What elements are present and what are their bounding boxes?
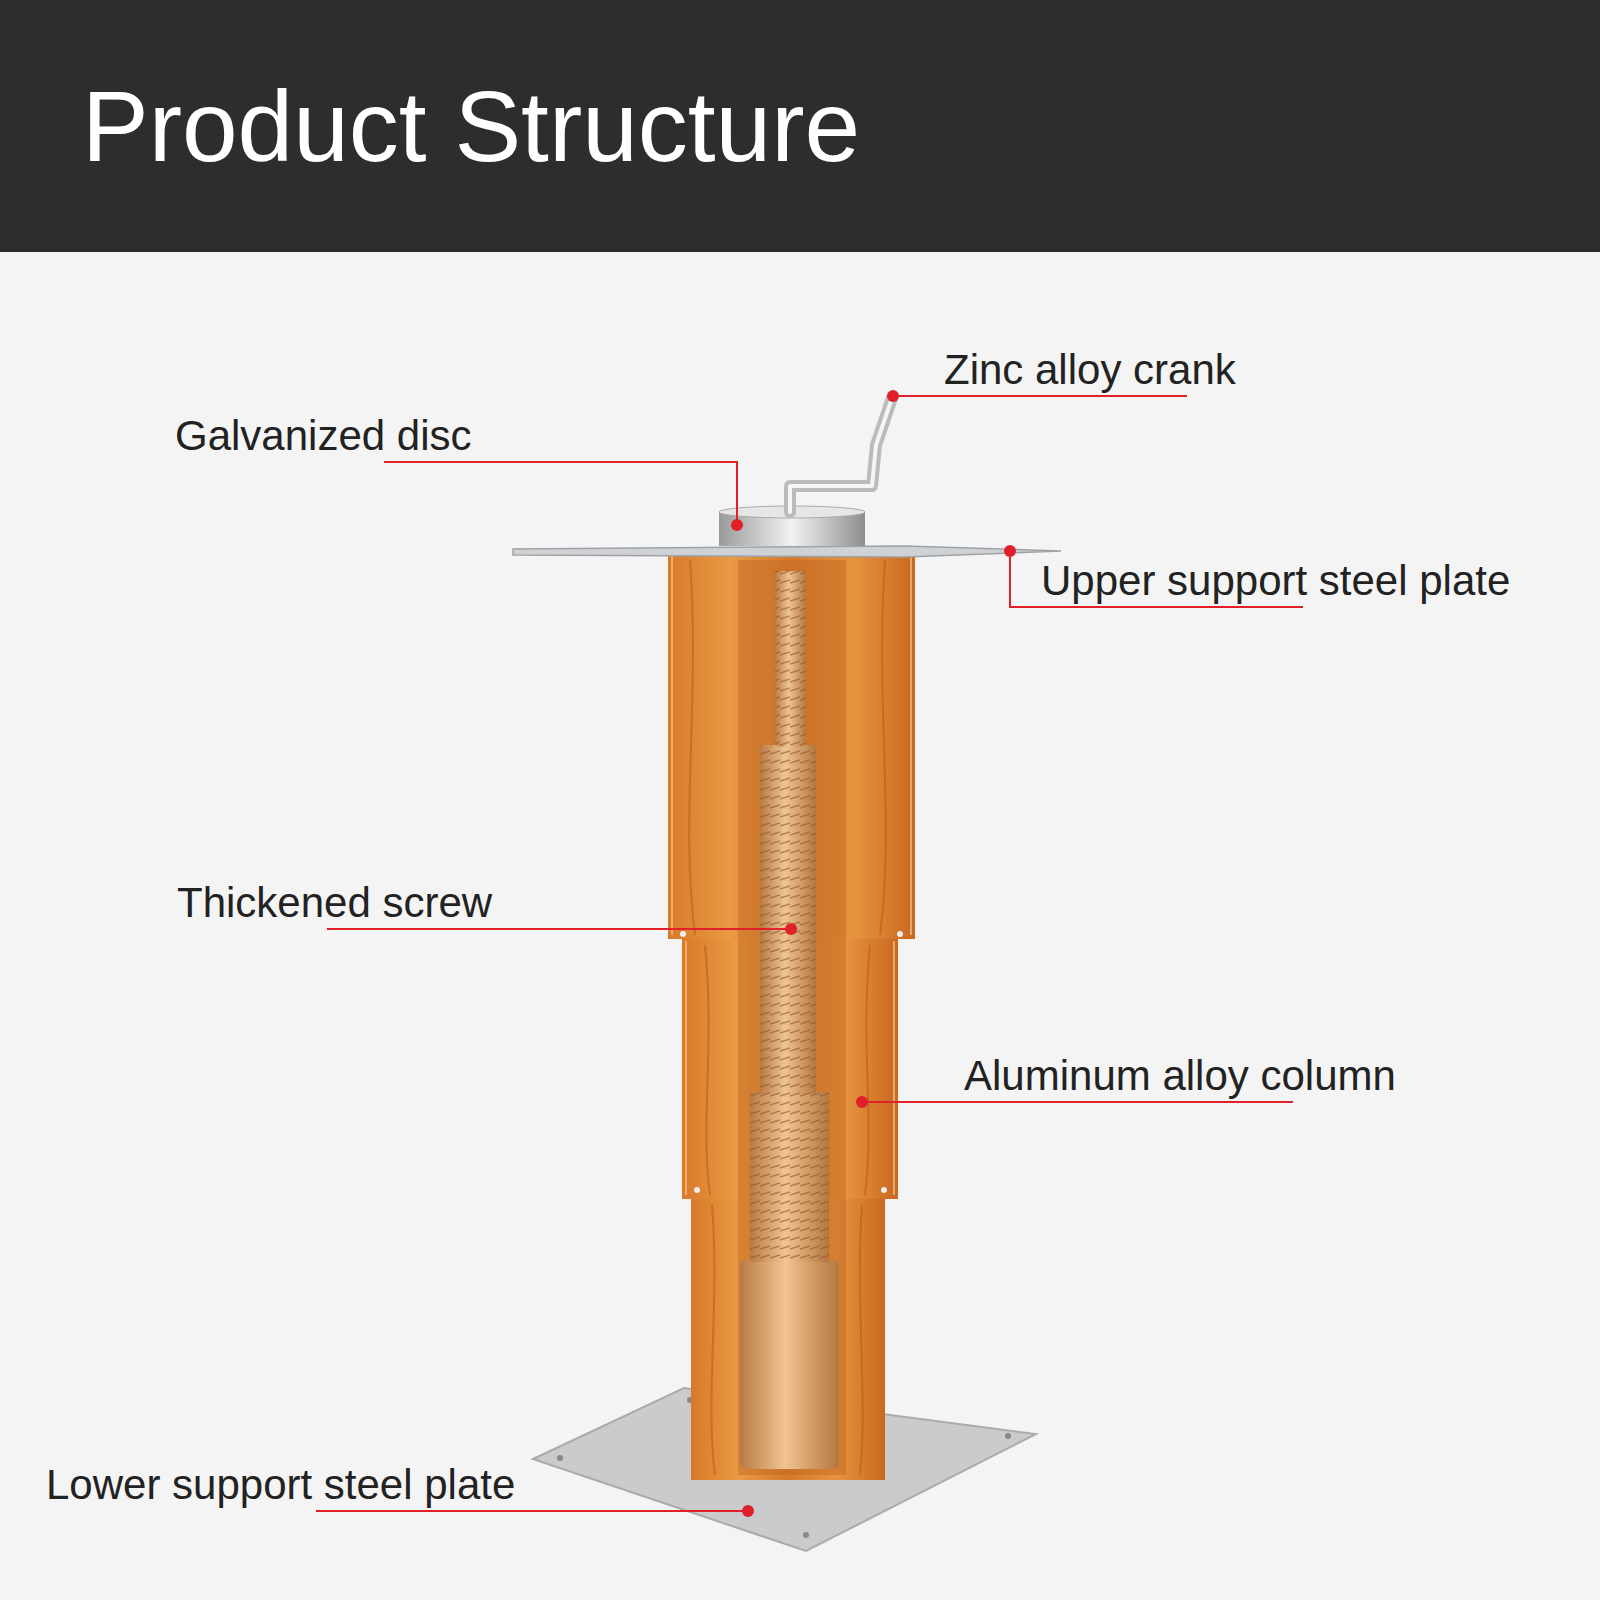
title-bar: [0, 0, 1600, 252]
crank: [790, 398, 892, 512]
part-label: Upper support steel plate: [1041, 558, 1510, 604]
part-label: Thickened screw: [177, 880, 492, 926]
part-label: Zinc alloy crank: [944, 347, 1236, 393]
part-label: Aluminum alloy column: [964, 1053, 1396, 1099]
screw-top: [775, 571, 806, 747]
cutaway: [738, 560, 846, 1475]
leader-dots: [731, 390, 1016, 1517]
screw-sleeve: [740, 1260, 839, 1469]
title: Product Structure: [82, 71, 860, 181]
part-label: Lower support steel plate: [46, 1462, 515, 1508]
screw-section: [750, 1092, 829, 1262]
part-label: Galvanized disc: [175, 413, 471, 459]
wood-grain: [689, 560, 886, 1475]
screw-section: [760, 745, 816, 1094]
upper-plate: [513, 546, 1061, 557]
